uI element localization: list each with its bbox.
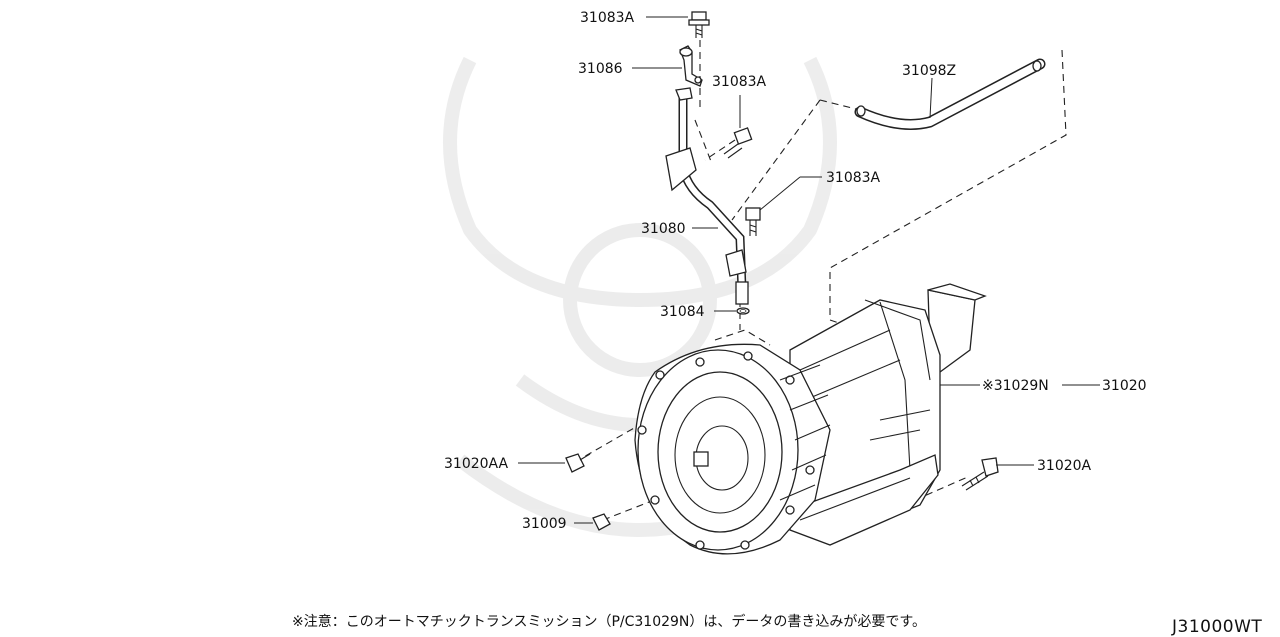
label-31020[interactable]: 31020 [1102,378,1147,394]
label-31083A-mid[interactable]: 31083A [712,74,767,90]
label-31020AA[interactable]: 31020AA [444,456,509,472]
label-31080[interactable]: 31080 [641,221,686,237]
diagram-code: J31000WT [1172,617,1263,637]
bolt-31020AA[interactable] [565,453,591,473]
transmission-31020[interactable] [634,283,987,555]
bolt-31083A-top[interactable] [688,11,710,38]
label-31029N[interactable]: ※31029N [982,378,1049,394]
bolt-31083A-mid[interactable] [723,127,753,159]
label-31083A-lower[interactable]: 31083A [826,170,881,186]
label-31083A-top[interactable]: 31083A [580,10,635,26]
bracket-31086[interactable] [679,45,703,87]
label-31084[interactable]: 31084 [660,304,705,320]
label-31020A[interactable]: 31020A [1037,458,1092,474]
bolt-31020A[interactable] [961,457,999,491]
drain-plug-31009[interactable] [592,513,611,531]
bolt-31083A-lower[interactable] [745,207,761,236]
breather-hose-31098Z[interactable] [854,58,1046,130]
o-ring-31084[interactable] [736,307,750,315]
housing-bolt-holes [637,351,815,550]
label-31098Z[interactable]: 31098Z [902,63,956,79]
leader-lines [518,16,1100,524]
footnote: ※注意：このオートマチックトランスミッション（P/C31029N）は、データの書… [292,614,926,630]
label-31086[interactable]: 31086 [578,61,623,77]
dashed-guides [574,40,1067,521]
dipstick-tube-31080[interactable] [665,87,749,305]
label-31009[interactable]: 31009 [522,516,567,532]
